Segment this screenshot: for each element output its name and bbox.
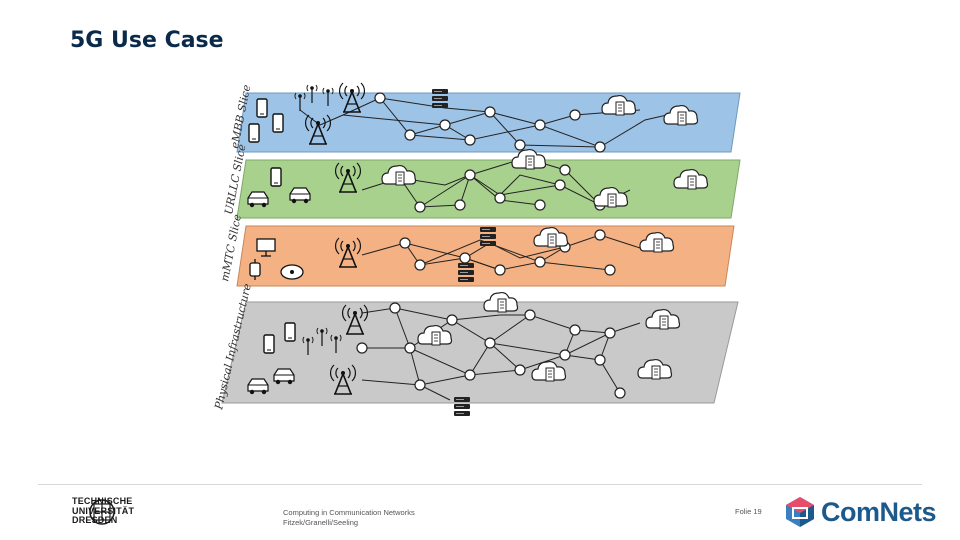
comnets-cube-icon <box>786 497 814 527</box>
smartphone-icon <box>270 167 282 187</box>
university-name: TECHNISCHE UNIVERSITÄT DRESDEN <box>72 496 135 525</box>
monitor-icon <box>256 238 276 257</box>
course-title: Computing in Communication Networks <box>283 508 415 517</box>
slide-title: 5G Use Case <box>70 28 224 53</box>
connected-device-icon <box>280 264 304 280</box>
course-authors: Fitzek/Granelli/Seeling <box>283 518 359 527</box>
cloud-server-icon <box>483 291 519 313</box>
footer-divider <box>38 484 922 485</box>
course-info: Computing in Communication Networks Fitz… <box>283 508 415 528</box>
physical-infrastructure-layer <box>221 291 739 417</box>
server-rack-icon <box>431 88 449 109</box>
network-slicing-diagram: eMBB Slice URLLC Slice mMTC Slice Physic… <box>212 82 741 417</box>
mmtc-slice-layer <box>236 225 735 287</box>
smartphone-icon <box>256 98 268 118</box>
tu-dresden-logo <box>89 499 115 525</box>
page-number: Folie 19 <box>735 507 762 516</box>
server-rack-icon <box>457 262 475 283</box>
server-rack-icon <box>453 396 471 417</box>
smartphone-icon <box>284 322 296 342</box>
comnets-logo: ComNets <box>785 495 937 529</box>
urllc-slice-layer <box>236 148 741 219</box>
server-rack-icon <box>479 226 497 247</box>
comnets-wordmark: ComNets <box>821 496 937 527</box>
smartwatch-icon <box>249 259 261 280</box>
smartphone-icon <box>263 334 275 354</box>
embb-slice-layer <box>236 82 741 153</box>
smartphone-icon <box>272 113 284 133</box>
smartphone-icon <box>248 123 260 143</box>
